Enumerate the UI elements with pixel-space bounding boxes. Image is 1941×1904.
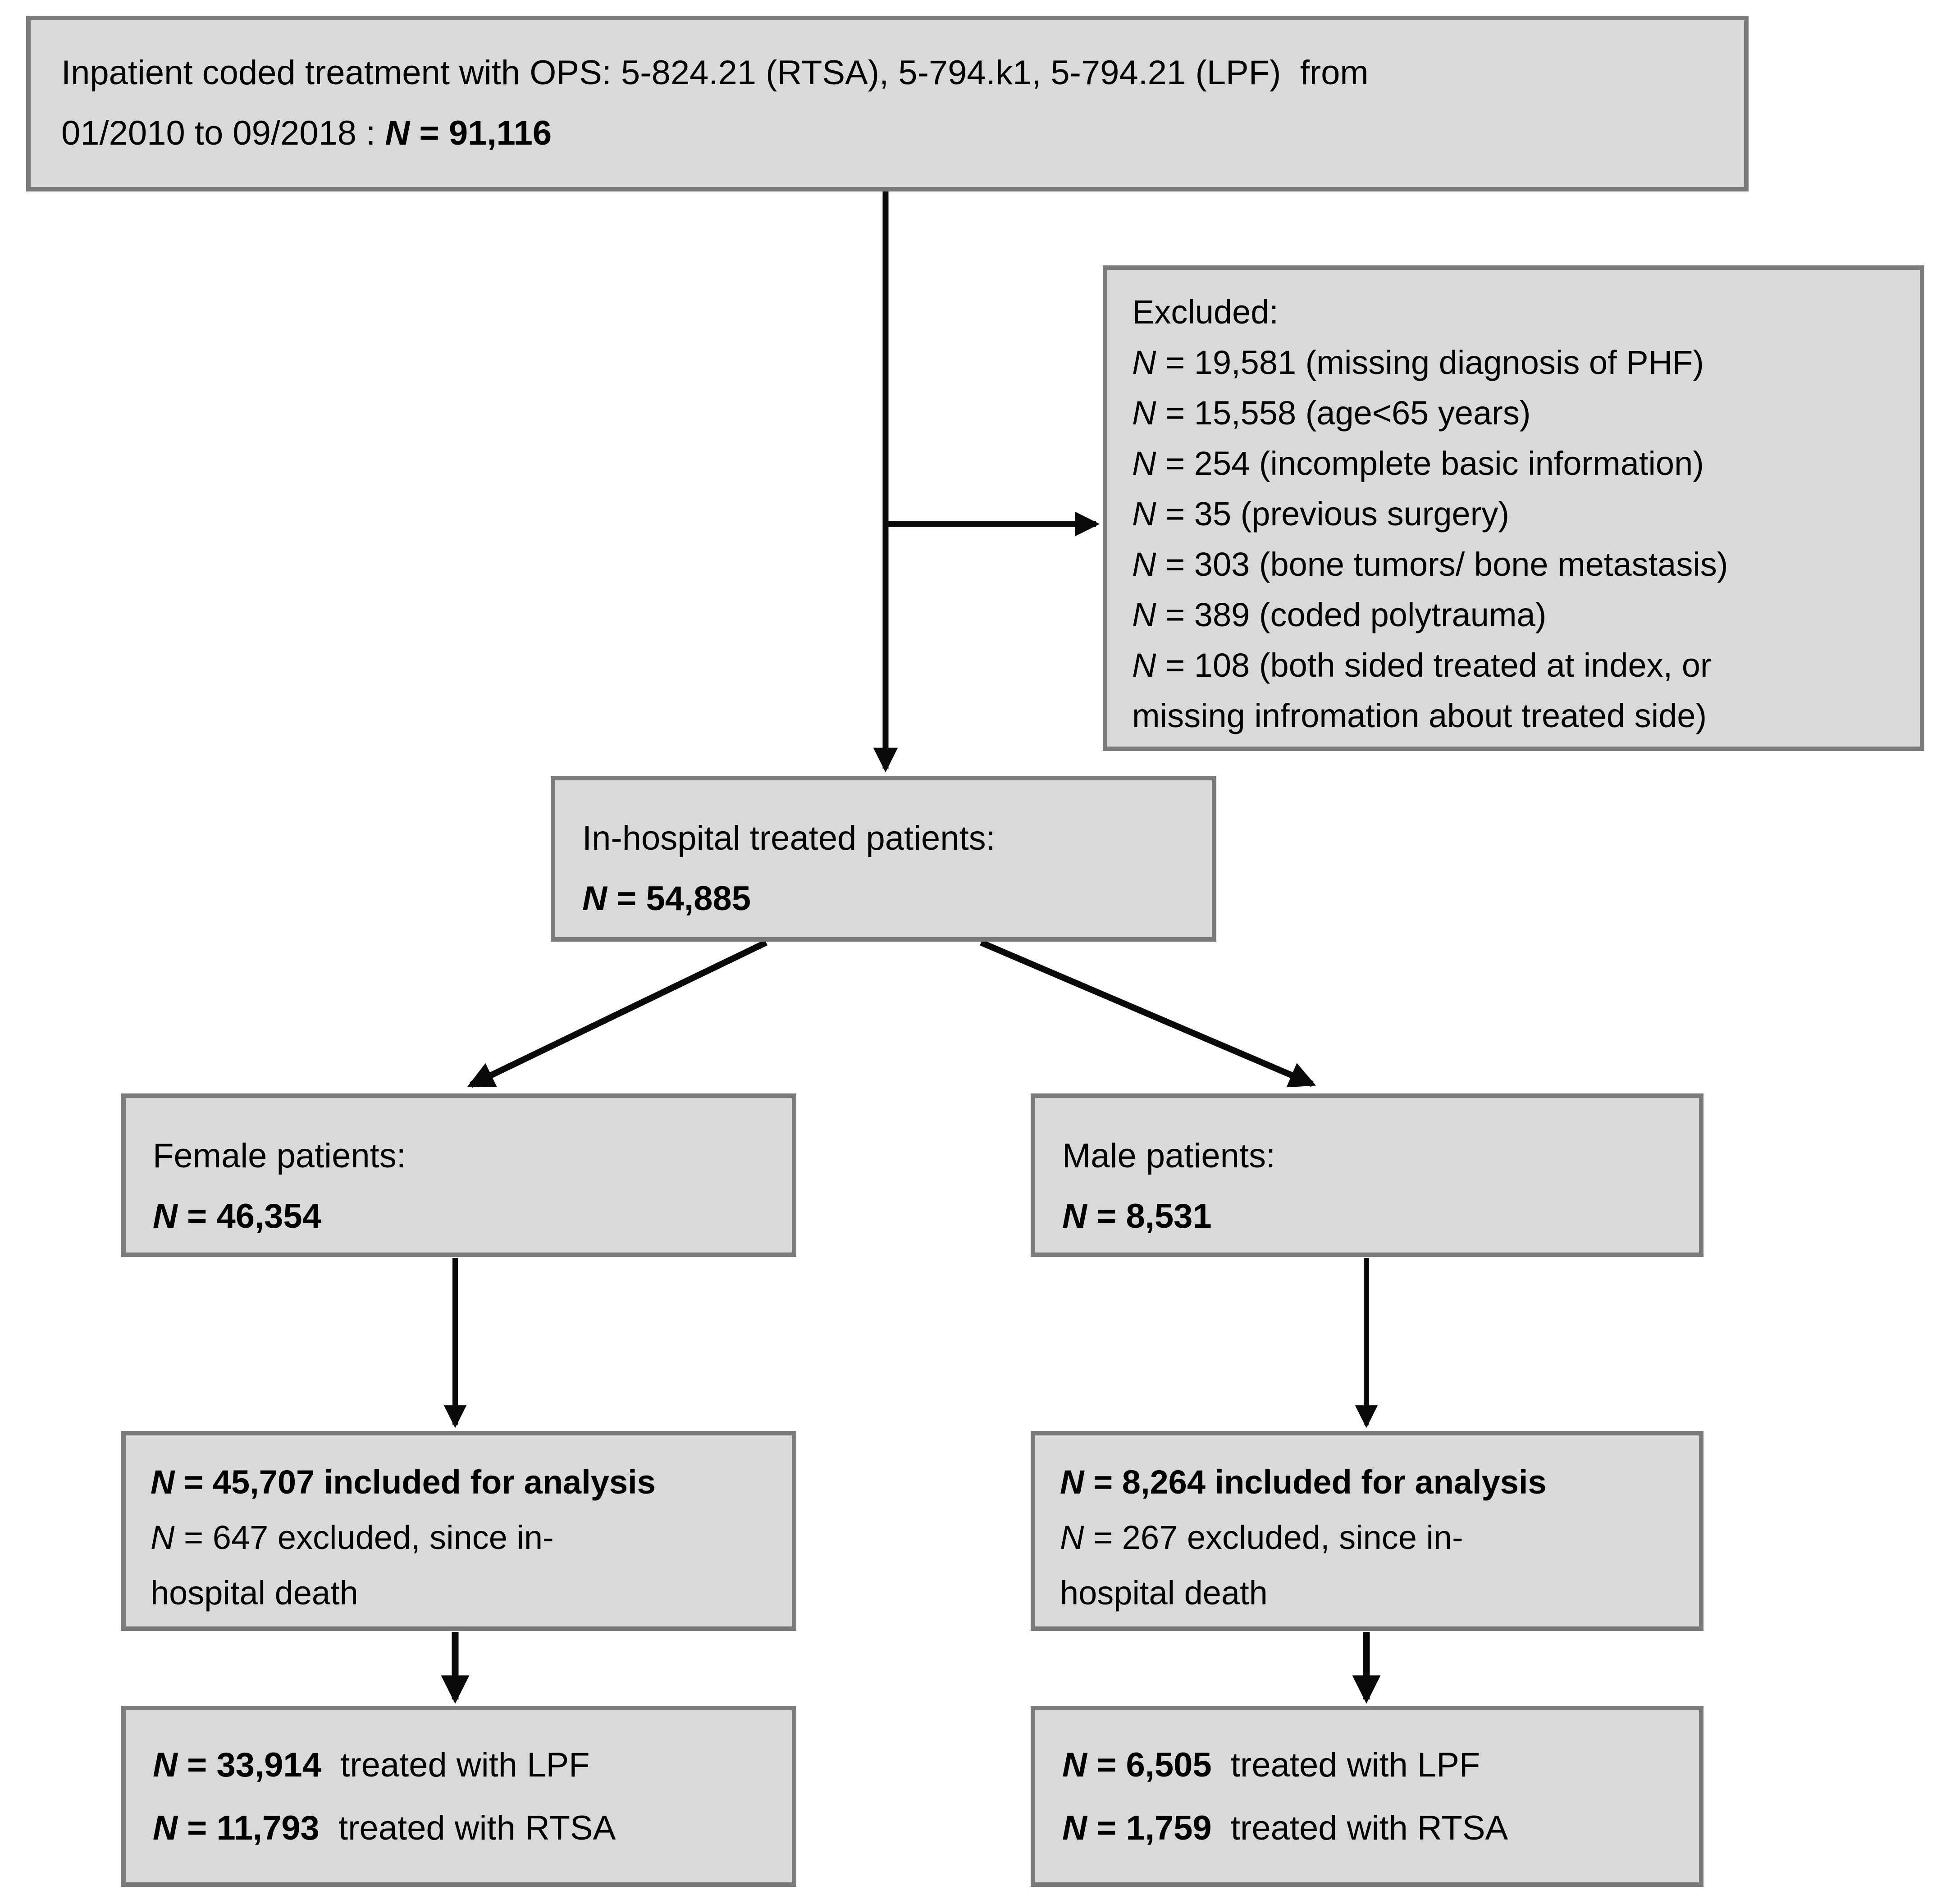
n-symbol: N <box>1062 1746 1087 1784</box>
female-excluded-continuation: hospital death <box>151 1574 358 1612</box>
female-label: Female patients: <box>153 1137 406 1175</box>
female-lpf-label: treated with LPF <box>321 1746 590 1784</box>
female-n-value: = 46,354 <box>177 1197 321 1235</box>
excluded-item: N = 35 (previous surgery) <box>1132 489 1895 539</box>
excluded-item: N = 303 (bone tumors/ bone metastasis) <box>1132 539 1895 590</box>
top-box-n-value: = 91,116 <box>410 114 552 152</box>
excluded-item-text: = 254 (incomplete basic information) <box>1156 445 1704 482</box>
n-symbol: N <box>153 1746 178 1784</box>
n-symbol: N <box>582 879 607 918</box>
n-symbol: N <box>153 1197 178 1235</box>
n-symbol: N <box>1062 1197 1087 1235</box>
n-symbol: N <box>1060 1519 1084 1556</box>
top-box-line2: 01/2010 to 09/2018 : N = 91,116 <box>61 103 1713 164</box>
n-symbol: N <box>1132 495 1156 533</box>
excluded-box: Excluded: N = 19,581 (missing diagnosis … <box>1103 265 1924 751</box>
male-lpf-label: treated with LPF <box>1211 1746 1480 1784</box>
female-excluded-line: N = 647 excluded, since in- <box>151 1510 767 1565</box>
excluded-title: Excluded: <box>1132 293 1279 331</box>
excluded-item: N = 19,581 (missing diagnosis of PHF) <box>1132 337 1895 388</box>
excluded-item-continuation: missing infromation about treated side) <box>1132 697 1707 734</box>
inhospital-n: N = 54,885 <box>582 869 1185 929</box>
female-outcome-box: N = 33,914 treated with LPF N = 11,793 t… <box>121 1706 796 1887</box>
male-included-text: = 8,264 included for analysis <box>1084 1463 1547 1501</box>
n-symbol: N <box>1132 394 1156 432</box>
female-lpf-line: N = 33,914 treated with LPF <box>153 1734 765 1797</box>
female-included-text: = 45,707 included for analysis <box>174 1463 656 1501</box>
female-patients-box: Female patients: N = 46,354 <box>121 1093 796 1257</box>
n-symbol: N <box>1132 445 1156 482</box>
n-symbol: N <box>153 1809 178 1847</box>
n-symbol: N <box>1062 1809 1087 1847</box>
excluded-item-text: = 303 (bone tumors/ bone metastasis) <box>1156 546 1728 583</box>
male-lpf-line: N = 6,505 treated with LPF <box>1062 1734 1672 1797</box>
female-rtsa-label: treated with RTSA <box>319 1809 616 1847</box>
male-n-value: = 8,531 <box>1087 1197 1212 1235</box>
male-outcome-box: N = 6,505 treated with LPF N = 1,759 tre… <box>1031 1706 1704 1887</box>
excluded-item-text: = 15,558 (age<65 years) <box>1156 394 1531 432</box>
male-label: Male patients: <box>1062 1137 1276 1175</box>
female-included-line: N = 45,707 included for analysis <box>151 1454 767 1510</box>
male-rtsa-line: N = 1,759 treated with RTSA <box>1062 1797 1672 1860</box>
n-symbol: N <box>1132 596 1156 633</box>
male-patients-box: Male patients: N = 8,531 <box>1031 1093 1704 1257</box>
male-excluded-line: N = 267 excluded, since in- <box>1060 1510 1674 1565</box>
n-symbol: N <box>1132 647 1156 684</box>
inhospital-label: In-hospital treated patients: <box>582 819 996 857</box>
excluded-item-text: = 35 (previous surgery) <box>1156 495 1509 533</box>
inhospital-treated-box: In-hospital treated patients: N = 54,885 <box>551 776 1216 942</box>
male-lpf-value: = 6,505 <box>1087 1746 1212 1784</box>
top-box-line1: Inpatient coded treatment with OPS: 5-82… <box>61 54 1369 92</box>
female-rtsa-value: = 11,793 <box>177 1809 320 1847</box>
n-symbol: N <box>151 1519 175 1556</box>
arrow-inhospital-to-male <box>980 939 1316 1088</box>
excluded-item: N = 15,558 (age<65 years) <box>1132 388 1895 438</box>
male-analysis-box: N = 8,264 included for analysis N = 267 … <box>1031 1431 1704 1631</box>
n-symbol: N <box>1132 546 1156 583</box>
male-rtsa-value: = 1,759 <box>1087 1809 1212 1847</box>
top-box-n-symbol: N <box>385 114 410 152</box>
excluded-item: N = 254 (incomplete basic information) <box>1132 438 1895 489</box>
excluded-item: N = 389 (coded polytrauma) <box>1132 590 1895 640</box>
n-symbol: N <box>1060 1463 1084 1501</box>
female-analysis-box: N = 45,707 included for analysis N = 647… <box>121 1431 796 1631</box>
excluded-item-text: = 389 (coded polytrauma) <box>1156 596 1547 633</box>
inpatient-coded-treatment-box: Inpatient coded treatment with OPS: 5-82… <box>26 16 1749 191</box>
male-rtsa-label: treated with RTSA <box>1211 1809 1508 1847</box>
male-excluded-text: = 267 excluded, since in- <box>1084 1519 1463 1556</box>
top-box-date-range: 01/2010 to 09/2018 : <box>61 114 385 152</box>
female-lpf-value: = 33,914 <box>177 1746 321 1784</box>
excluded-item-text: = 108 (both sided treated at index, or <box>1156 647 1712 684</box>
female-excluded-text: = 647 excluded, since in- <box>174 1519 554 1556</box>
female-n: N = 46,354 <box>153 1186 765 1247</box>
inhospital-n-value: = 54,885 <box>607 879 751 918</box>
n-symbol: N <box>151 1463 175 1501</box>
female-rtsa-line: N = 11,793 treated with RTSA <box>153 1797 765 1860</box>
n-symbol: N <box>1132 344 1156 381</box>
male-excluded-continuation: hospital death <box>1060 1574 1268 1612</box>
male-n: N = 8,531 <box>1062 1186 1672 1247</box>
male-included-line: N = 8,264 included for analysis <box>1060 1454 1674 1510</box>
arrow-inhospital-to-female <box>467 939 768 1088</box>
excluded-item-text: = 19,581 (missing diagnosis of PHF) <box>1156 344 1704 381</box>
excluded-item: N = 108 (both sided treated at index, or <box>1132 640 1895 691</box>
